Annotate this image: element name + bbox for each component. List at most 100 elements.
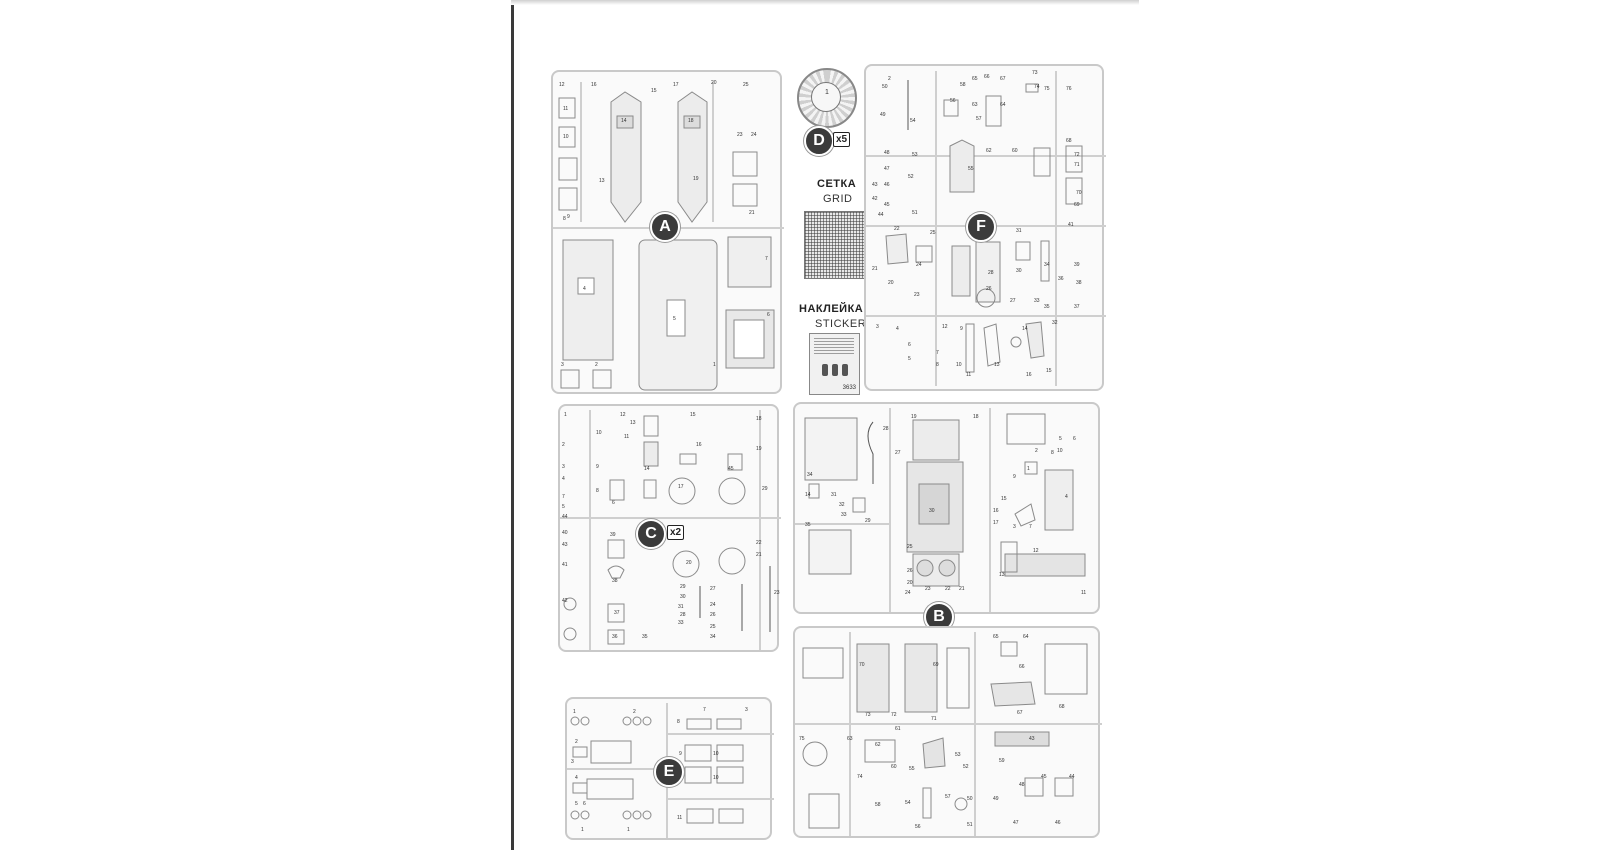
svg-text:22: 22 — [945, 586, 951, 592]
svg-text:44: 44 — [1069, 774, 1075, 780]
svg-text:2: 2 — [562, 442, 565, 448]
svg-text:41: 41 — [562, 562, 568, 568]
svg-text:15: 15 — [690, 412, 696, 418]
svg-text:54: 54 — [905, 800, 911, 806]
svg-text:26: 26 — [907, 568, 913, 574]
svg-text:28: 28 — [988, 270, 994, 276]
wheel-hub — [811, 82, 841, 112]
svg-text:62: 62 — [986, 148, 992, 154]
svg-text:15: 15 — [1001, 496, 1007, 502]
svg-text:43: 43 — [562, 542, 568, 548]
svg-text:52: 52 — [908, 174, 914, 180]
sprue-letter-badge: E — [654, 757, 684, 787]
svg-text:24: 24 — [751, 132, 757, 138]
svg-text:10: 10 — [596, 430, 602, 436]
sticker-mark — [832, 364, 838, 376]
svg-text:16: 16 — [1026, 372, 1032, 378]
svg-text:35: 35 — [642, 634, 648, 640]
svg-text:7: 7 — [703, 707, 706, 713]
svg-text:1: 1 — [581, 827, 584, 833]
svg-text:31: 31 — [831, 492, 837, 498]
svg-text:9: 9 — [567, 214, 570, 220]
svg-text:74: 74 — [1034, 84, 1040, 90]
svg-text:7: 7 — [936, 350, 939, 356]
svg-text:5: 5 — [673, 316, 676, 322]
svg-text:45: 45 — [884, 202, 890, 208]
svg-text:25: 25 — [710, 624, 716, 630]
svg-text:2: 2 — [888, 76, 891, 82]
svg-text:33: 33 — [841, 512, 847, 518]
svg-text:5: 5 — [908, 356, 911, 362]
svg-text:36: 36 — [612, 634, 618, 640]
svg-text:1: 1 — [573, 709, 576, 715]
svg-text:39: 39 — [1074, 262, 1080, 268]
svg-text:76: 76 — [1066, 86, 1072, 92]
svg-text:3: 3 — [562, 464, 565, 470]
svg-text:10: 10 — [713, 751, 719, 757]
svg-text:11: 11 — [966, 372, 971, 378]
sticker-sheet: 3633 — [809, 333, 860, 395]
svg-text:4: 4 — [562, 476, 565, 482]
sprue-letter-badge: C — [636, 519, 666, 549]
svg-text:4: 4 — [583, 286, 586, 292]
svg-text:27: 27 — [1010, 298, 1016, 304]
svg-text:28: 28 — [883, 426, 889, 432]
svg-text:6: 6 — [612, 500, 615, 506]
svg-text:1: 1 — [564, 412, 567, 418]
grid-label-ru: СЕТКА — [817, 178, 857, 190]
svg-text:25: 25 — [907, 544, 913, 550]
svg-text:9: 9 — [679, 751, 682, 757]
svg-text:62: 62 — [875, 742, 881, 748]
svg-text:9: 9 — [596, 464, 599, 470]
svg-text:37: 37 — [614, 610, 620, 616]
svg-text:57: 57 — [976, 116, 982, 122]
svg-text:15: 15 — [1046, 368, 1052, 374]
svg-text:8: 8 — [596, 488, 599, 494]
svg-text:27: 27 — [710, 586, 716, 592]
svg-text:15: 15 — [651, 88, 657, 94]
svg-text:27: 27 — [895, 450, 901, 456]
svg-text:57: 57 — [945, 794, 951, 800]
sprue-letter-badge: A — [650, 212, 680, 242]
svg-text:11: 11 — [624, 434, 629, 440]
sticker-label-ru: НАКЛЕЙКА — [799, 303, 864, 315]
sticker-text-lines — [814, 338, 854, 356]
svg-text:13: 13 — [599, 178, 605, 184]
svg-text:6: 6 — [583, 801, 586, 807]
svg-text:42: 42 — [562, 598, 568, 604]
svg-text:43: 43 — [872, 182, 878, 188]
svg-text:17: 17 — [673, 82, 679, 88]
svg-text:22: 22 — [894, 226, 900, 232]
svg-text:12: 12 — [1033, 548, 1039, 554]
svg-text:67: 67 — [1000, 76, 1006, 82]
sticker-code: 3633 — [842, 385, 856, 391]
svg-text:29: 29 — [762, 486, 768, 492]
svg-text:20: 20 — [686, 560, 692, 566]
svg-text:38: 38 — [1076, 280, 1082, 286]
svg-text:73: 73 — [865, 712, 871, 718]
svg-text:24: 24 — [916, 262, 922, 268]
svg-text:75: 75 — [799, 736, 805, 742]
svg-text:1: 1 — [713, 362, 716, 368]
svg-text:45: 45 — [1041, 774, 1047, 780]
svg-text:68: 68 — [1059, 704, 1065, 710]
svg-text:71: 71 — [931, 716, 937, 722]
svg-text:30: 30 — [680, 594, 686, 600]
svg-text:47: 47 — [1013, 820, 1019, 826]
svg-text:19: 19 — [911, 414, 917, 420]
svg-text:58: 58 — [875, 802, 881, 808]
svg-text:18: 18 — [973, 414, 979, 420]
svg-text:12: 12 — [620, 412, 626, 418]
svg-text:11: 11 — [563, 106, 568, 112]
svg-text:65: 65 — [993, 634, 999, 640]
sprue-multiplier: x2 — [667, 525, 685, 540]
sticker-label-en: STICKER — [815, 318, 867, 330]
mesh-grid-sample — [804, 211, 872, 279]
svg-text:51: 51 — [912, 210, 918, 216]
svg-text:53: 53 — [912, 152, 918, 158]
